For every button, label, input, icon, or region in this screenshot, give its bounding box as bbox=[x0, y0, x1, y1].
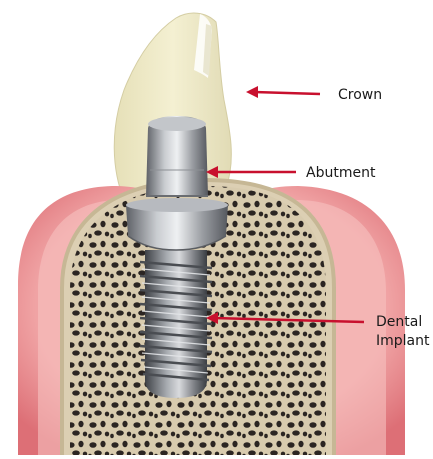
abutment bbox=[146, 116, 208, 196]
dental-implant-label-line1: Dental bbox=[376, 313, 429, 332]
implant-collar bbox=[126, 198, 228, 250]
crown-arrow bbox=[246, 86, 320, 98]
dental-implant-label-line2: Implant bbox=[376, 332, 429, 351]
implant-screw bbox=[140, 250, 212, 398]
abutment-label: Abutment bbox=[306, 164, 375, 183]
crown-label: Crown bbox=[338, 86, 382, 105]
dental-implant-label: Dental Implant bbox=[376, 313, 429, 351]
